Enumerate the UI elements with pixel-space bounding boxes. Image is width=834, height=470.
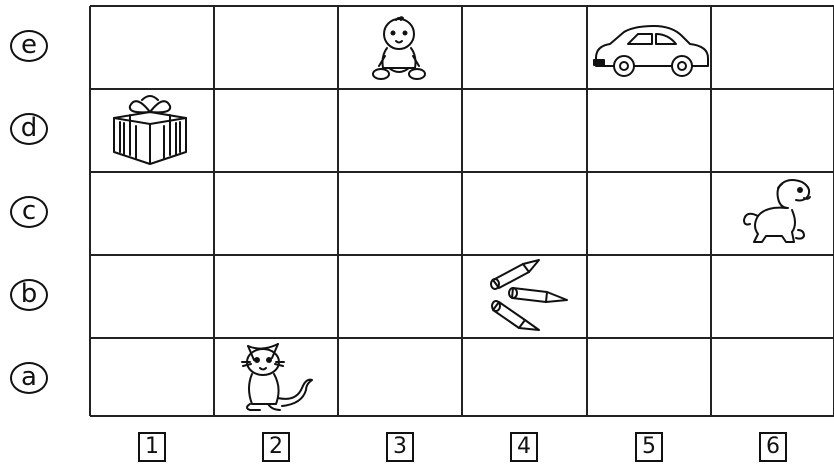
column-label-3: 3 <box>386 432 414 462</box>
pencils-icon <box>487 258 571 332</box>
dog-icon <box>738 172 814 248</box>
column-label-1: 1 <box>138 432 166 462</box>
column-label-5: 5 <box>635 432 663 462</box>
row-label-e: e <box>10 30 48 62</box>
baby-icon <box>367 12 431 84</box>
row-label-c: c <box>10 196 48 228</box>
cat-icon <box>238 338 318 414</box>
row-label-b: b <box>10 279 48 311</box>
column-label-6: 6 <box>759 432 787 462</box>
row-label-d: d <box>10 113 48 145</box>
column-label-4: 4 <box>510 432 538 462</box>
row-label-a: a <box>10 362 48 394</box>
car-icon <box>590 22 714 80</box>
gift-icon <box>110 92 190 168</box>
column-label-2: 2 <box>262 432 290 462</box>
